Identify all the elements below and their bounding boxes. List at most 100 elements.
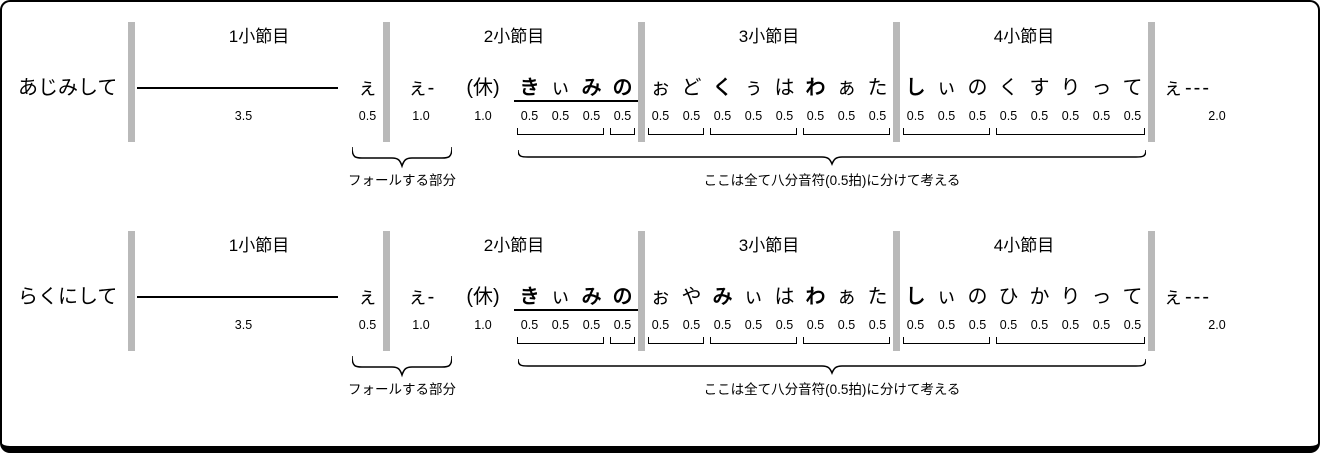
measure-title: 2小節目 xyxy=(483,236,545,255)
syllable: ど xyxy=(681,77,702,99)
measure-bar xyxy=(1148,231,1155,351)
beat-number: 0.5 xyxy=(520,318,539,332)
syllable: し xyxy=(905,77,926,99)
beat-number: 0.5 xyxy=(744,318,763,332)
syllable: ぇ xyxy=(357,286,378,308)
eighth-note-brace xyxy=(518,149,1146,167)
syllable: ぉ xyxy=(650,77,671,99)
syllable: き xyxy=(514,74,545,102)
syllable: の xyxy=(967,286,988,308)
syllable: っ xyxy=(1091,286,1112,308)
syllable: ぁ xyxy=(836,77,857,99)
beat-number: 0.5 xyxy=(868,109,887,123)
beat-number: 0.5 xyxy=(613,318,632,332)
beat-number: 0.5 xyxy=(806,109,825,123)
beat-number: 0.5 xyxy=(906,318,925,332)
beat-number: 0.5 xyxy=(1092,318,1111,332)
beat-number: 0.5 xyxy=(1061,109,1080,123)
beat-number: 0.5 xyxy=(582,109,601,123)
eighth-note-brace xyxy=(518,358,1146,376)
beat-number: 0.5 xyxy=(744,109,763,123)
beat-number: 0.5 xyxy=(551,109,570,123)
beat-number: 1.0 xyxy=(412,109,430,123)
beat-number: 2.0 xyxy=(1208,109,1226,123)
beat-number: 1.0 xyxy=(474,318,492,332)
syllable: た xyxy=(867,286,888,308)
beat-number: 0.5 xyxy=(1123,318,1142,332)
syllable: ぅ xyxy=(743,77,764,99)
beat-number: 0.5 xyxy=(358,109,377,123)
syllable: ひ xyxy=(998,286,1019,308)
beat-number: 0.5 xyxy=(937,318,956,332)
syllable: た xyxy=(867,77,888,99)
syllable: の xyxy=(967,77,988,99)
syllable: っ xyxy=(1091,77,1112,99)
syllable: の xyxy=(607,74,638,102)
beat-number: 0.5 xyxy=(520,109,539,123)
syllable: り xyxy=(1060,77,1081,99)
beat-number: 0.5 xyxy=(775,109,794,123)
fall-label: フォールする部分 xyxy=(348,382,456,397)
beat-number: 0.5 xyxy=(651,109,670,123)
measure-title: 2小節目 xyxy=(483,27,545,46)
syllable: み xyxy=(576,74,607,102)
beat-group-bracket xyxy=(996,337,1145,344)
syllable: て xyxy=(1122,286,1143,308)
beat-number: 0.5 xyxy=(968,109,987,123)
phrase-label: あじみして xyxy=(18,77,118,99)
beat-group-bracket xyxy=(996,128,1145,135)
beat-group-bracket xyxy=(710,337,797,344)
syllable: や xyxy=(681,286,702,308)
beat-number: 0.5 xyxy=(582,318,601,332)
measure-bar xyxy=(383,22,390,142)
beat-number: 0.5 xyxy=(906,109,925,123)
diagram: あじみして 1小節目 3.5 ぇ 0.5 2小節目ぇ- 1.0 (休) 1.0 き 0.5 ぃ 0.5 み… xyxy=(18,18,1302,446)
measure-title: 1小節目 xyxy=(228,236,290,255)
tail-syllable: ぇ--- xyxy=(1163,286,1211,308)
measure-bar xyxy=(128,231,135,351)
syllable: く xyxy=(712,77,733,99)
measure-title: 3小節目 xyxy=(738,236,800,255)
syllable: (休) xyxy=(466,77,500,99)
eighth-note-label: ここは全て八分音符(0.5拍)に分けて考える xyxy=(703,173,961,188)
beat-group-bracket xyxy=(517,337,604,344)
syllable: ぃ xyxy=(743,286,764,308)
beat-number: 3.5 xyxy=(234,318,253,332)
syllable: ぉ xyxy=(650,286,671,308)
beat-number: 0.5 xyxy=(358,318,377,332)
phrase-label: らくにして xyxy=(18,286,118,308)
beat-number: 0.5 xyxy=(551,318,570,332)
tail-syllable: ぇ--- xyxy=(1163,77,1211,99)
syllable: ぇ- xyxy=(407,286,435,308)
syllable: ぃ xyxy=(545,74,576,102)
syllable: き xyxy=(514,283,545,311)
beat-group-bracket xyxy=(610,128,635,135)
fall-label: フォールする部分 xyxy=(348,173,456,188)
measure-title: 3小節目 xyxy=(738,27,800,46)
syllable: み xyxy=(712,286,733,308)
beat-number: 0.5 xyxy=(1123,109,1142,123)
beat-number: 0.5 xyxy=(999,109,1018,123)
beat-group-bracket xyxy=(903,337,990,344)
beat-number: 0.5 xyxy=(806,318,825,332)
syllable: て xyxy=(1122,77,1143,99)
beat-number: 0.5 xyxy=(775,318,794,332)
syllable: は xyxy=(774,286,795,308)
beat-number: 0.5 xyxy=(868,318,887,332)
syllable: か xyxy=(1029,286,1050,308)
beat-group-bracket xyxy=(648,337,704,344)
measure-bar xyxy=(128,22,135,142)
sustain-line xyxy=(137,87,338,89)
measure-title: 4小節目 xyxy=(993,236,1055,255)
beat-number: 0.5 xyxy=(1061,318,1080,332)
syllable: ぃ xyxy=(545,283,576,311)
sustain-line xyxy=(137,296,338,298)
beat-number: 0.5 xyxy=(1030,318,1049,332)
beat-number: 2.0 xyxy=(1208,318,1226,332)
beat-number: 0.5 xyxy=(999,318,1018,332)
beat-group-bracket xyxy=(803,128,890,135)
beat-number: 0.5 xyxy=(613,109,632,123)
